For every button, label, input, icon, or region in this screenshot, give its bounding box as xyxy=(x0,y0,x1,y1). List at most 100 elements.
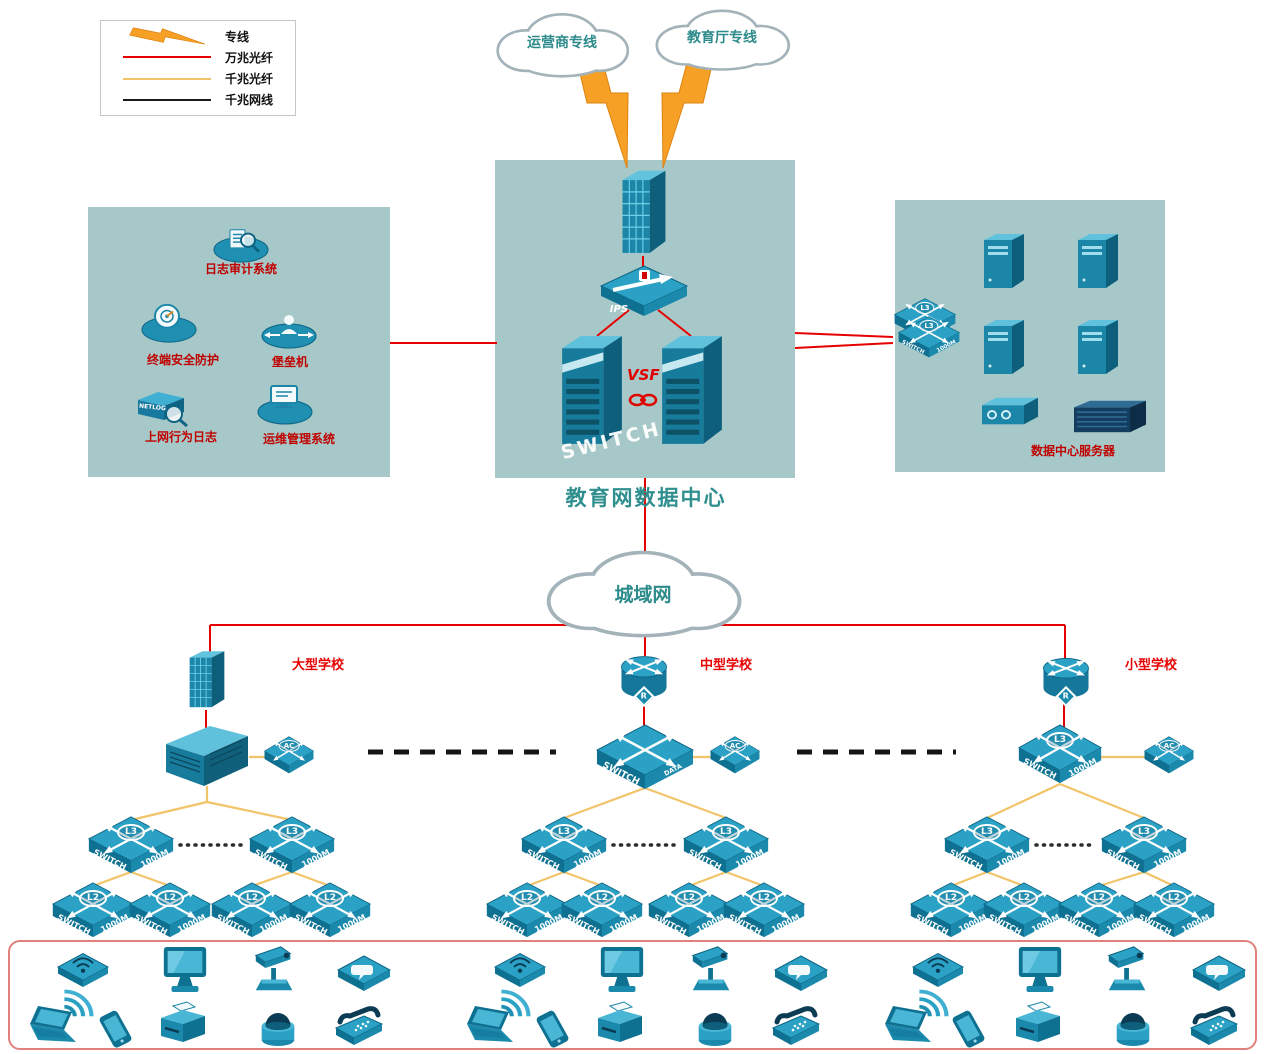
legend-label: 万兆光纤 xyxy=(225,50,274,65)
netlog-system: NETLOG xyxy=(130,386,192,430)
terminal-security-icon xyxy=(140,300,198,344)
ptz-camera-icon xyxy=(687,942,737,996)
endpoint-ptz-camera-icon xyxy=(250,942,300,996)
endpoint-desktop-icon xyxy=(1015,944,1065,996)
wifi-ap-icon xyxy=(56,944,110,988)
medium-school-ac: AC xyxy=(710,736,760,774)
endpoint-wireless-ap-icon xyxy=(493,944,547,988)
laptop-icon xyxy=(24,1004,82,1050)
printer-icon xyxy=(594,1000,646,1048)
switch-icon xyxy=(898,316,960,358)
endpoint-telephone-icon xyxy=(1185,1004,1243,1050)
endpoint-telephone-icon xyxy=(330,1004,388,1050)
lightning-icon xyxy=(109,26,225,46)
yellow-line-icon xyxy=(109,77,225,80)
server-icon xyxy=(658,330,726,450)
smartphone-icon xyxy=(529,1008,577,1052)
legend-label: 专线 xyxy=(225,29,250,44)
endpoint-voip-icon xyxy=(1191,948,1247,992)
cloud-man-label: 城域网 xyxy=(614,584,672,606)
legend-row-1g-cable: 千兆网线 xyxy=(109,90,287,110)
endpoint-smartphone-icon xyxy=(945,1008,993,1052)
cloud-operator-line: 运营商专线 xyxy=(487,5,637,81)
endpoint-dome-camera-icon xyxy=(255,1000,301,1050)
endpoint-wireless-ap-icon xyxy=(56,944,110,988)
bastion-label: 堡垒机 xyxy=(271,355,308,369)
storage-device xyxy=(980,392,1040,430)
switch-badge: L3 xyxy=(973,824,1001,842)
voip-icon xyxy=(773,948,829,992)
printer-icon xyxy=(1012,1000,1064,1048)
switch-badge: L3 xyxy=(919,320,939,333)
switch-badge: L3 xyxy=(1046,732,1074,750)
rack-icon xyxy=(1072,396,1148,436)
log-audit-system xyxy=(212,224,270,264)
black-line-icon xyxy=(109,98,225,101)
rack-device xyxy=(1072,396,1148,436)
printer-icon xyxy=(157,1000,209,1048)
terminal-security-system xyxy=(140,300,198,344)
voip-icon xyxy=(1191,948,1247,992)
l2-switch: L2 SWITCH 1000M xyxy=(910,882,992,938)
wifi-ap-icon xyxy=(911,944,965,988)
voip-icon xyxy=(336,948,392,992)
server-icon xyxy=(558,330,626,450)
endpoint-laptop-icon xyxy=(24,1004,82,1050)
switch-badge: L2 xyxy=(1085,889,1113,907)
server-tower-icon xyxy=(1074,230,1122,290)
l2-switch: L2 SWITCH 1000M xyxy=(211,882,293,938)
switch-icon xyxy=(1058,882,1140,938)
switch-badge: L3 xyxy=(117,824,145,842)
log-audit-icon xyxy=(212,224,270,264)
cloud-education-line: 教育厅专线 xyxy=(646,2,798,74)
small-school-router: R xyxy=(1040,654,1092,708)
endpoint-dome-camera-icon xyxy=(1110,1000,1156,1050)
smartphone-icon xyxy=(945,1008,993,1052)
large-school-ac: AC xyxy=(264,736,314,774)
endpoint-desktop-icon xyxy=(160,944,210,996)
l2-switch: L2 SWITCH 1000M xyxy=(983,882,1065,938)
medium-school-label: 中型学校 xyxy=(700,658,753,673)
switch-badge: L3 xyxy=(550,824,578,842)
server-tower-icon xyxy=(980,230,1028,290)
netlog-label: 上网行为日志 xyxy=(144,430,217,444)
large-school-firewall xyxy=(186,648,228,712)
cloud-operator-label: 运营商专线 xyxy=(527,35,597,51)
switch-badge: L2 xyxy=(1010,889,1038,907)
ac-badge: AC xyxy=(278,739,300,752)
switch-badge: L3 xyxy=(278,824,306,842)
smartphone-icon xyxy=(92,1008,140,1052)
laptop-icon xyxy=(461,1004,519,1050)
ops-management-system xyxy=(256,382,314,426)
ptz-camera-icon xyxy=(250,942,300,996)
l2-switch: L2 SWITCH 1000M xyxy=(486,882,568,938)
netlog-icon xyxy=(130,386,192,430)
ips-icon xyxy=(599,264,689,318)
server-tower-icon xyxy=(980,316,1028,376)
server-zone-switch-lower: L3 SWITCH 1000M xyxy=(898,316,960,358)
dome-camera-icon xyxy=(255,1000,301,1050)
l3-switch: L3 SWITCH 1000M xyxy=(249,816,335,874)
cloud-icon xyxy=(646,2,798,74)
dome-camera-icon xyxy=(1110,1000,1156,1050)
vsf-label: VSF xyxy=(627,366,660,384)
endpoint-dome-camera-icon xyxy=(692,1000,738,1050)
switch-badge: L2 xyxy=(1160,889,1188,907)
datacenter-server-tower xyxy=(980,316,1028,376)
l2-switch: L2 SWITCH 1000M xyxy=(723,882,805,938)
dome-camera-icon xyxy=(692,1000,738,1050)
switch-badge: L2 xyxy=(316,889,344,907)
telephone-icon xyxy=(767,1004,825,1050)
terminal-security-label: 终端安全防护 xyxy=(146,353,219,367)
core-server-right xyxy=(658,330,726,450)
endpoint-printer-icon xyxy=(1012,1000,1064,1048)
l2-switch: L2 SWITCH 1000M xyxy=(52,882,134,938)
core-firewall xyxy=(618,166,670,260)
legend: 专线 万兆光纤 千兆光纤 千兆网线 xyxy=(100,20,296,116)
core-server-left xyxy=(558,330,626,450)
endpoint-devices-strip xyxy=(8,940,1257,1050)
switch-badge: L3 xyxy=(712,824,740,842)
endpoint-telephone-icon xyxy=(767,1004,825,1050)
core-title: 教育网数据中心 xyxy=(565,486,727,510)
